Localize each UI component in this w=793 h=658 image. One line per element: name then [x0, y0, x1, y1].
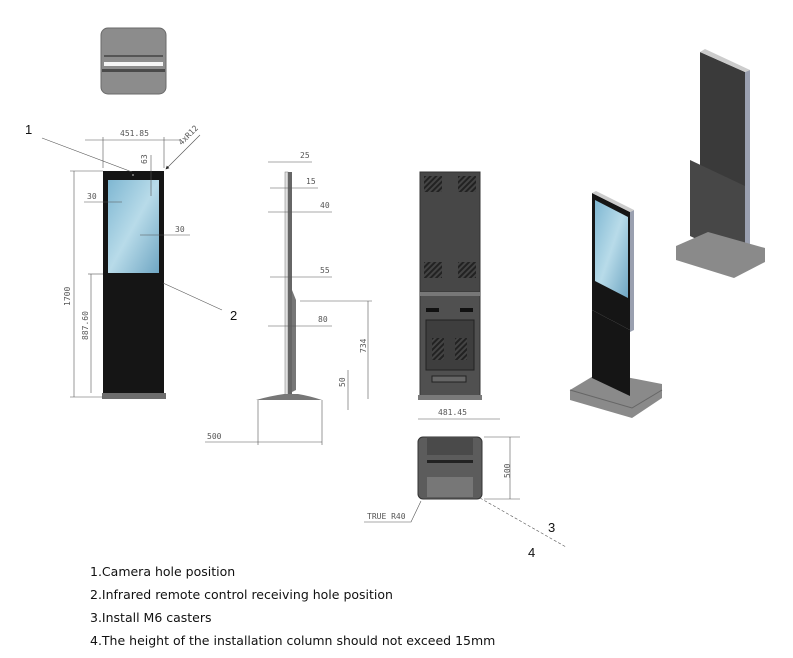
- dim-top-bezel: 63: [140, 154, 149, 164]
- dim-6: 734: [359, 338, 368, 353]
- base-view: 481.45 500 TRUE R40: [364, 408, 567, 548]
- dim-base-depth: 500: [207, 432, 222, 441]
- note-2: 2.Infrared remote control receiving hole…: [90, 587, 393, 602]
- callout-4: 4: [528, 545, 535, 560]
- dim-base-width: 481.45: [438, 408, 467, 417]
- rear-view: [418, 171, 482, 400]
- dim-base-depth-2: 500: [503, 463, 512, 478]
- iso-front-view: [569, 191, 663, 418]
- notes-list: 1.Camera hole position 2.Infrared remote…: [90, 563, 495, 655]
- iso-rear-view: [676, 49, 765, 278]
- dim-4: 55: [320, 266, 330, 275]
- note-4: 4.The height of the installation column …: [90, 633, 496, 648]
- callout-2: 2: [230, 308, 237, 323]
- dim-corner-radius: 4xR12: [177, 124, 201, 148]
- dim-7: 50: [338, 377, 347, 387]
- callout-1: 1: [25, 122, 32, 137]
- dim-width: 451.85: [120, 129, 149, 138]
- callout-3: 3: [548, 520, 555, 535]
- dim-5: 80: [318, 315, 328, 324]
- dim-radius: TRUE R40: [367, 512, 406, 521]
- side-view: 500 25 15 40 55 80 734 50: [205, 151, 372, 445]
- note-1: 1.Camera hole position: [90, 564, 236, 579]
- front-view: 451.85 4xR12 63 30 30 1700 887.60: [41, 124, 223, 399]
- dim-1: 25: [300, 151, 310, 160]
- dim-lower-height: 887.60: [81, 311, 90, 340]
- top-view: [100, 27, 167, 95]
- dim-left-bezel: 30: [87, 192, 97, 201]
- dim-right-bezel: 30: [175, 225, 185, 234]
- dim-2: 15: [306, 177, 316, 186]
- dim-total-height: 1700: [63, 287, 72, 306]
- note-3: 3.Install M6 casters: [90, 610, 212, 625]
- dim-3: 40: [320, 201, 330, 210]
